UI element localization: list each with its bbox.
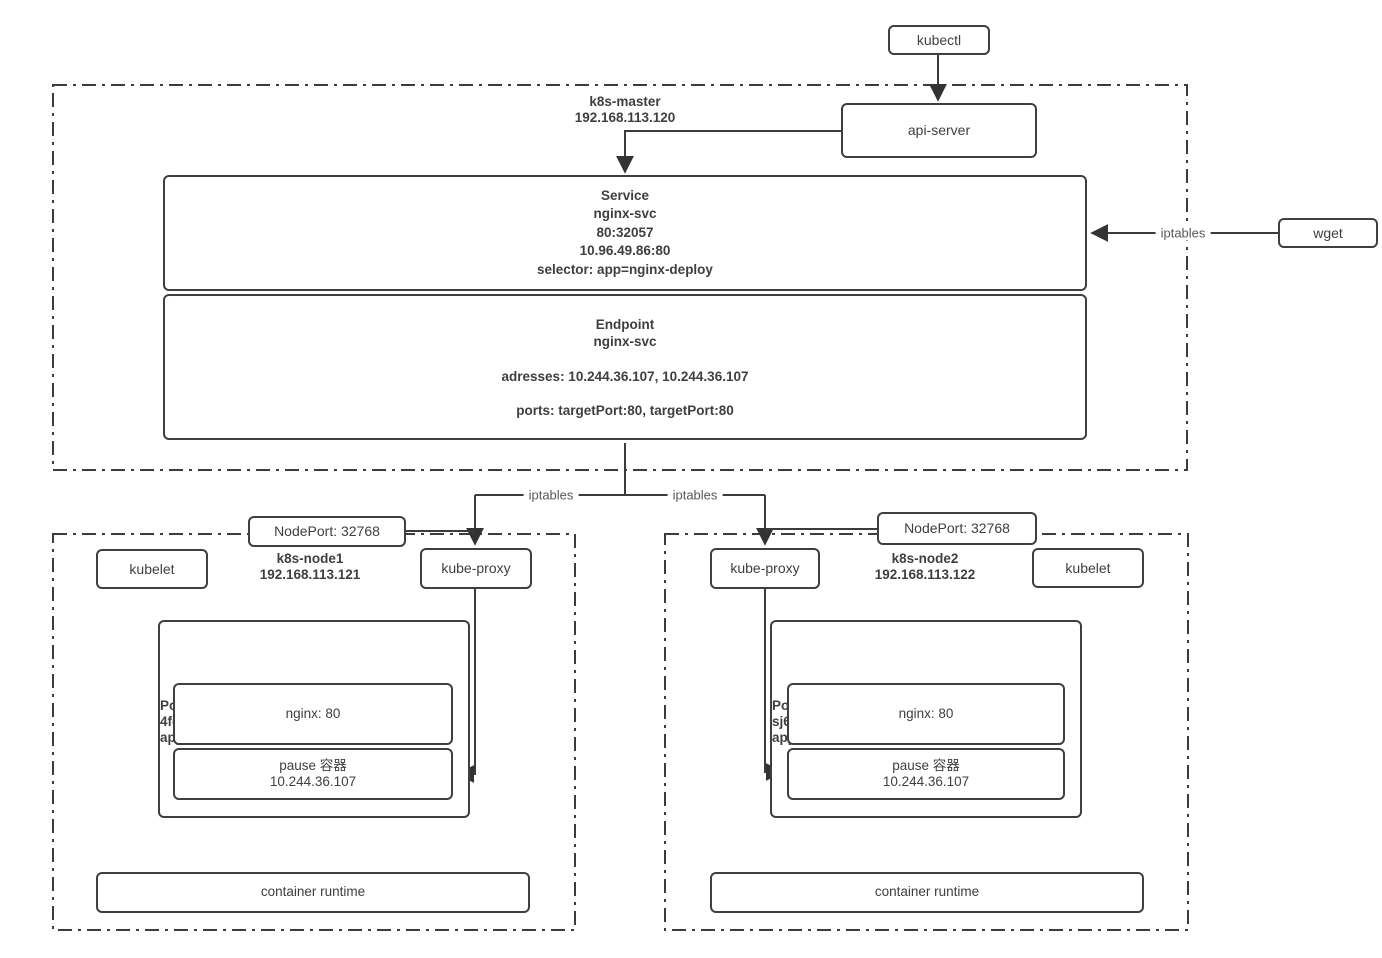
node2-name: k8s-node2 — [891, 551, 959, 566]
node2-nodeport-label: NodePort: 32768 — [904, 520, 1010, 537]
iptables-label-wget: iptables — [1155, 225, 1211, 241]
node2-runtime-label: container runtime — [874, 884, 980, 900]
node2-kubelet: kubelet — [1032, 548, 1144, 588]
service-name: nginx-svc — [593, 206, 657, 222]
service-cluster-ip: 10.96.49.86:80 — [579, 243, 671, 259]
node1-kubelet-label: kubelet — [129, 560, 175, 577]
kubectl-node: kubectl — [888, 25, 990, 55]
node1-runtime-label: container runtime — [260, 884, 366, 900]
service-port-mapping: 80:32057 — [596, 224, 654, 240]
node1-pause-label: pause 容器 — [279, 757, 347, 773]
master-boundary — [52, 84, 1188, 471]
node1-kube-proxy: kube-proxy — [420, 548, 532, 589]
node1-nginx-container: nginx: 80 — [173, 683, 453, 745]
node2-pause-ip: 10.244.36.107 — [882, 774, 970, 789]
node2-title: k8s-node2 192.168.113.122 — [845, 551, 1005, 583]
endpoint-title: Endpoint — [595, 316, 655, 332]
node2-kube-proxy-label: kube-proxy — [730, 560, 800, 577]
service-selector: selector: app=nginx-deploy — [537, 261, 713, 277]
endpoint-name: nginx-svc — [593, 333, 657, 349]
node2-container-runtime: container runtime — [710, 872, 1144, 913]
kubectl-label: kubectl — [916, 31, 962, 48]
node1-nginx-label: nginx: 80 — [285, 705, 341, 721]
node2-ip: 192.168.113.122 — [874, 567, 976, 582]
node2-nodeport: NodePort: 32768 — [877, 512, 1037, 545]
iptables-label-right: iptables — [667, 487, 723, 503]
master-ip: 192.168.113.120 — [574, 110, 676, 125]
service-title: Service — [600, 187, 650, 203]
wget-node: wget — [1278, 218, 1378, 248]
node2-nginx-label: nginx: 80 — [898, 705, 954, 721]
node1-kube-proxy-label: kube-proxy — [441, 560, 511, 577]
edge-apiserver-service — [616, 130, 841, 174]
endpoint-addresses: adresses: 10.244.36.107, 10.244.36.107 — [501, 368, 749, 384]
wget-label: wget — [1313, 224, 1343, 241]
node1-nodeport-label: NodePort: 32768 — [274, 523, 380, 540]
node2-kube-proxy: kube-proxy — [710, 548, 820, 589]
node1-title: k8s-node1 192.168.113.121 — [230, 551, 390, 583]
endpoint-node: Endpoint nginx-svc adresses: 10.244.36.1… — [163, 294, 1087, 440]
api-server-node: api-server — [841, 103, 1037, 158]
node2-nginx-container: nginx: 80 — [787, 683, 1065, 745]
endpoint-ports: ports: targetPort:80, targetPort:80 — [516, 402, 734, 418]
node2-kubelet-label: kubelet — [1065, 559, 1111, 576]
service-node: Service nginx-svc 80:32057 10.96.49.86:8… — [163, 175, 1087, 291]
node2-pause-label: pause 容器 — [892, 757, 960, 773]
master-title: k8s-master 192.168.113.120 — [505, 94, 745, 126]
iptables-label-left: iptables — [523, 487, 579, 503]
node1-pause-ip: 10.244.36.107 — [269, 774, 357, 789]
node1-nodeport: NodePort: 32768 — [248, 516, 406, 547]
node1-pause-container: pause 容器 10.244.36.107 — [173, 748, 453, 800]
api-server-label: api-server — [907, 122, 971, 139]
node1-kubelet: kubelet — [96, 549, 208, 589]
node2-pause-container: pause 容器 10.244.36.107 — [787, 748, 1065, 800]
master-name: k8s-master — [589, 94, 661, 109]
node1-name: k8s-node1 — [276, 551, 344, 566]
node1-container-runtime: container runtime — [96, 872, 530, 913]
node1-ip: 192.168.113.121 — [259, 567, 361, 582]
